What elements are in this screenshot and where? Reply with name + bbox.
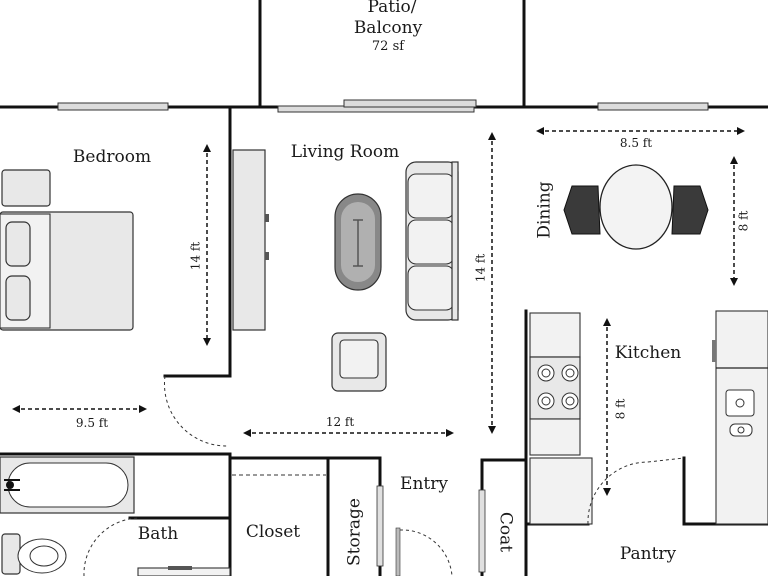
refrigerator (529, 457, 593, 525)
label-bath: Bath (138, 524, 178, 544)
dim-label-living-depth: 14 ft (474, 254, 488, 283)
kitchen-fixtures (529, 310, 768, 525)
bedroom (0, 169, 134, 331)
dim-label-dining-depth: 8 ft (737, 210, 751, 231)
dim-label-bedroom-depth: 14 ft (189, 242, 203, 271)
right-counter (715, 310, 768, 525)
label-kitchen: Kitchen (615, 343, 681, 363)
tv-console (232, 149, 266, 331)
dining-set (563, 164, 709, 250)
label-coat: Coat (496, 512, 516, 552)
label-storage: Storage (345, 498, 365, 566)
coffee-table (334, 193, 382, 291)
label-patio-area: 72 sf (372, 39, 405, 54)
sink (725, 389, 755, 437)
windows (57, 99, 709, 113)
closet-details (232, 474, 486, 576)
dim-label-living-width: 12 ft (326, 415, 355, 429)
counter (529, 312, 581, 358)
label-bedroom: Bedroom (73, 147, 151, 167)
label-living-room: Living Room (291, 142, 399, 162)
bathtub (0, 456, 135, 514)
label-patio-line2: Balcony (354, 18, 423, 38)
bath-fixtures (0, 456, 231, 576)
sofa (405, 161, 459, 321)
dim-label-kitchen-depth: 8 ft (614, 398, 628, 419)
label-patio: Patio/ (367, 0, 416, 17)
armchair (331, 332, 387, 392)
living-furniture (232, 149, 459, 392)
toilet (1, 533, 67, 575)
dim-label-bedroom-width: 9.5 ft (76, 416, 108, 430)
label-pantry: Pantry (620, 544, 677, 564)
room-labels: Patio/ Balcony 72 sf Bedroom Living Room… (73, 0, 681, 566)
label-entry: Entry (400, 474, 448, 494)
patio (258, 0, 526, 108)
door-swings (83, 375, 685, 576)
bed (0, 211, 134, 331)
dimension-labels: 8.5 ft 8 ft 14 ft 9.5 ft 14 ft 12 ft 8 f… (76, 136, 751, 430)
label-closet: Closet (246, 522, 300, 542)
nightstand (1, 169, 51, 207)
dimension-lines (12, 127, 745, 496)
label-dining: Dining (535, 181, 555, 238)
dim-label-dining-width: 8.5 ft (620, 136, 652, 150)
